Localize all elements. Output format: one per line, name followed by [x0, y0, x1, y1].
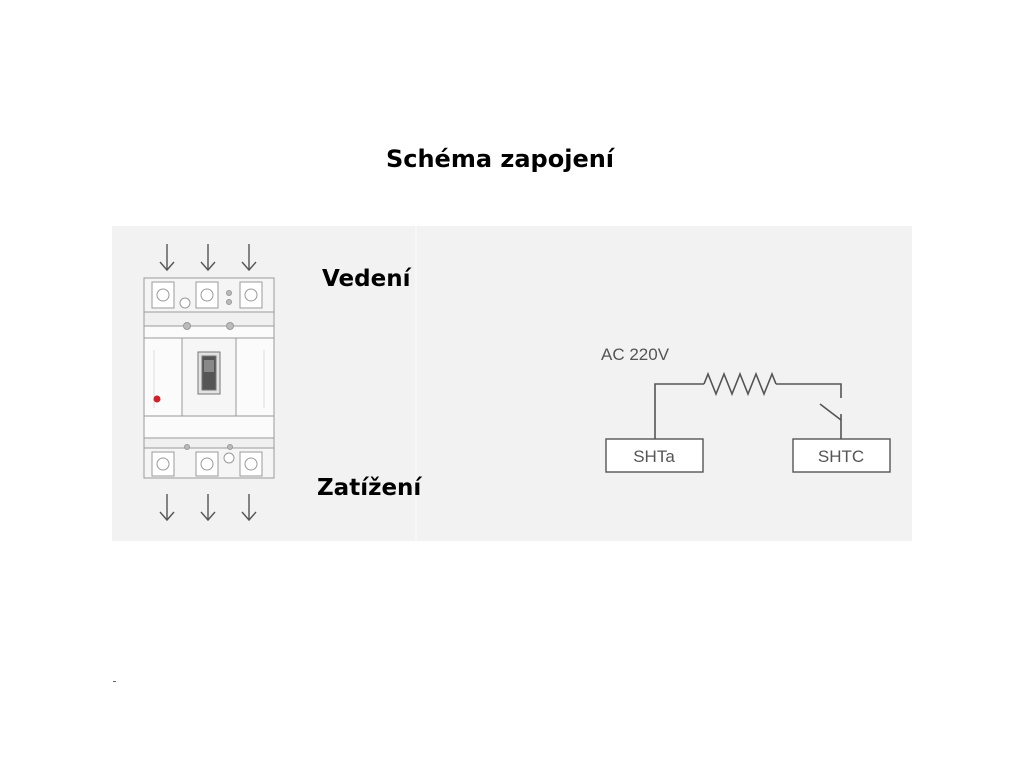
terminal-shta — [605, 438, 704, 473]
input-arrow-icon — [241, 244, 257, 272]
trip-indicator-icon — [153, 395, 161, 403]
circuit-breaker-illustration — [143, 244, 275, 522]
diagram-panel: Vedení Zatížení AC 220V SHTa SHTC — [112, 226, 912, 541]
terminal-shtc — [792, 438, 891, 473]
supply-voltage-label: AC 220V — [601, 345, 670, 364]
input-arrow-icon — [159, 244, 175, 272]
shunt-trip-circuit: AC 220V SHTa SHTC — [601, 345, 891, 473]
input-arrows — [159, 244, 257, 272]
input-arrow-icon — [200, 244, 216, 272]
output-arrow-icon — [200, 494, 216, 522]
output-arrow-icon — [241, 494, 257, 522]
label-load-side: Zatížení — [317, 475, 422, 501]
switch-contact-icon — [819, 403, 842, 421]
resistor-icon — [703, 371, 777, 397]
wire-left — [654, 383, 704, 441]
stray-mark — [113, 681, 116, 682]
label-line-side: Vedení — [322, 266, 411, 292]
wire-right — [776, 383, 842, 398]
terminal-shtc-label: SHTC — [818, 447, 864, 466]
panel-divider — [415, 226, 417, 541]
breaker-handle — [197, 351, 221, 395]
terminal-shta-label: SHTa — [633, 447, 675, 466]
output-arrows — [159, 494, 257, 522]
page-title: Schéma zapojení — [385, 145, 615, 173]
output-arrow-icon — [159, 494, 175, 522]
